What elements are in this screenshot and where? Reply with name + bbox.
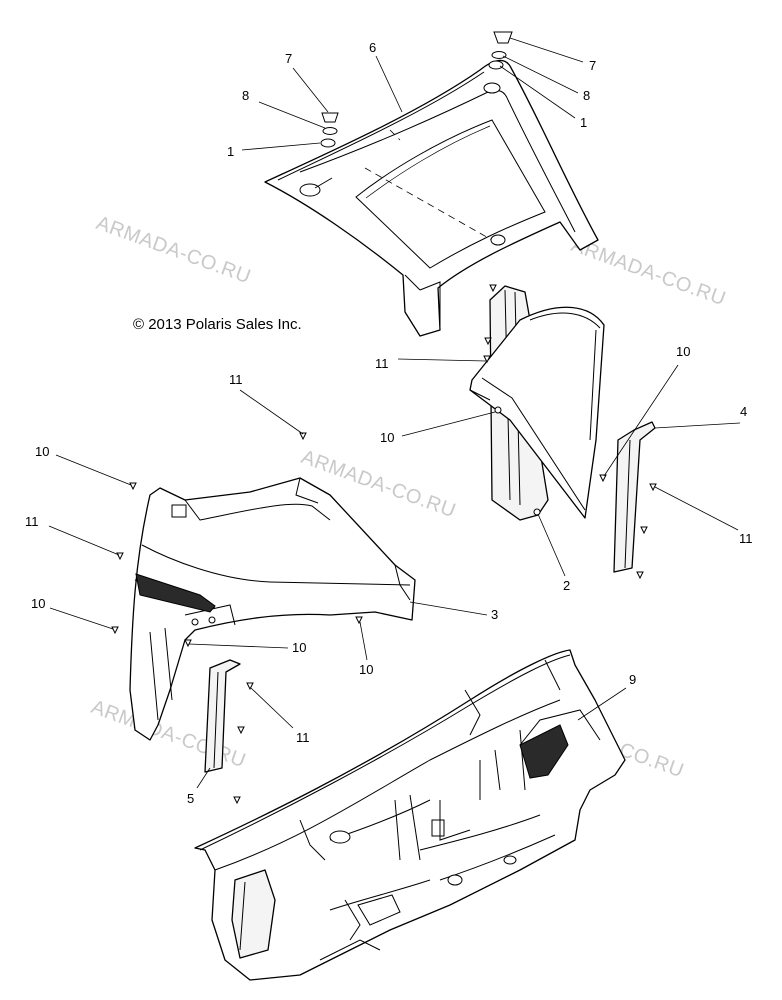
callouts: 7 6 8 1 7 8 1 11 10 10 11 4 11 2 11 10 1…: [25, 40, 753, 806]
callout-label: 11: [739, 531, 753, 546]
callout-label: 10: [676, 344, 690, 359]
callout-label: 3: [491, 607, 498, 622]
callout-label: 7: [285, 51, 292, 66]
callout-label: 8: [242, 88, 249, 103]
callout-label: 6: [369, 40, 376, 55]
watermark: ARMADA-CO.RU: [568, 234, 728, 310]
callout-label: 10: [35, 444, 49, 459]
callout-label: 11: [25, 514, 39, 529]
callout-label: 10: [380, 430, 394, 445]
callout-label: 5: [187, 791, 194, 806]
fastener-stack-right: [488, 31, 513, 70]
small-fasteners: [111, 284, 657, 805]
callout-label: 10: [359, 662, 373, 677]
callout-label: 11: [375, 356, 389, 371]
callout-label: 1: [227, 144, 234, 159]
part-9-floor-structure: [194, 649, 626, 981]
callout-label: 9: [629, 672, 636, 687]
part-3-left-fender: [129, 477, 416, 741]
callout-label: 1: [580, 115, 587, 130]
copyright-text: © 2013 Polaris Sales Inc.: [133, 316, 302, 333]
part-2-right-side-panel: [469, 285, 605, 521]
part-4-right-bracket: [613, 421, 656, 573]
callout-label: 10: [292, 640, 306, 655]
callout-label: 11: [296, 730, 310, 745]
callout-label: 10: [31, 596, 45, 611]
part-5-left-bracket: [204, 659, 241, 773]
callout-label: 2: [563, 578, 570, 593]
callout-label: 11: [229, 372, 243, 387]
callout-label: 4: [740, 404, 747, 419]
part-6-top-panel: [264, 59, 599, 337]
fastener-stack-left: [320, 112, 339, 148]
watermark: ARMADA-CO.RU: [93, 212, 253, 288]
leader-lines: [48, 37, 741, 789]
callout-label: 8: [583, 88, 590, 103]
callout-label: 7: [589, 58, 596, 73]
